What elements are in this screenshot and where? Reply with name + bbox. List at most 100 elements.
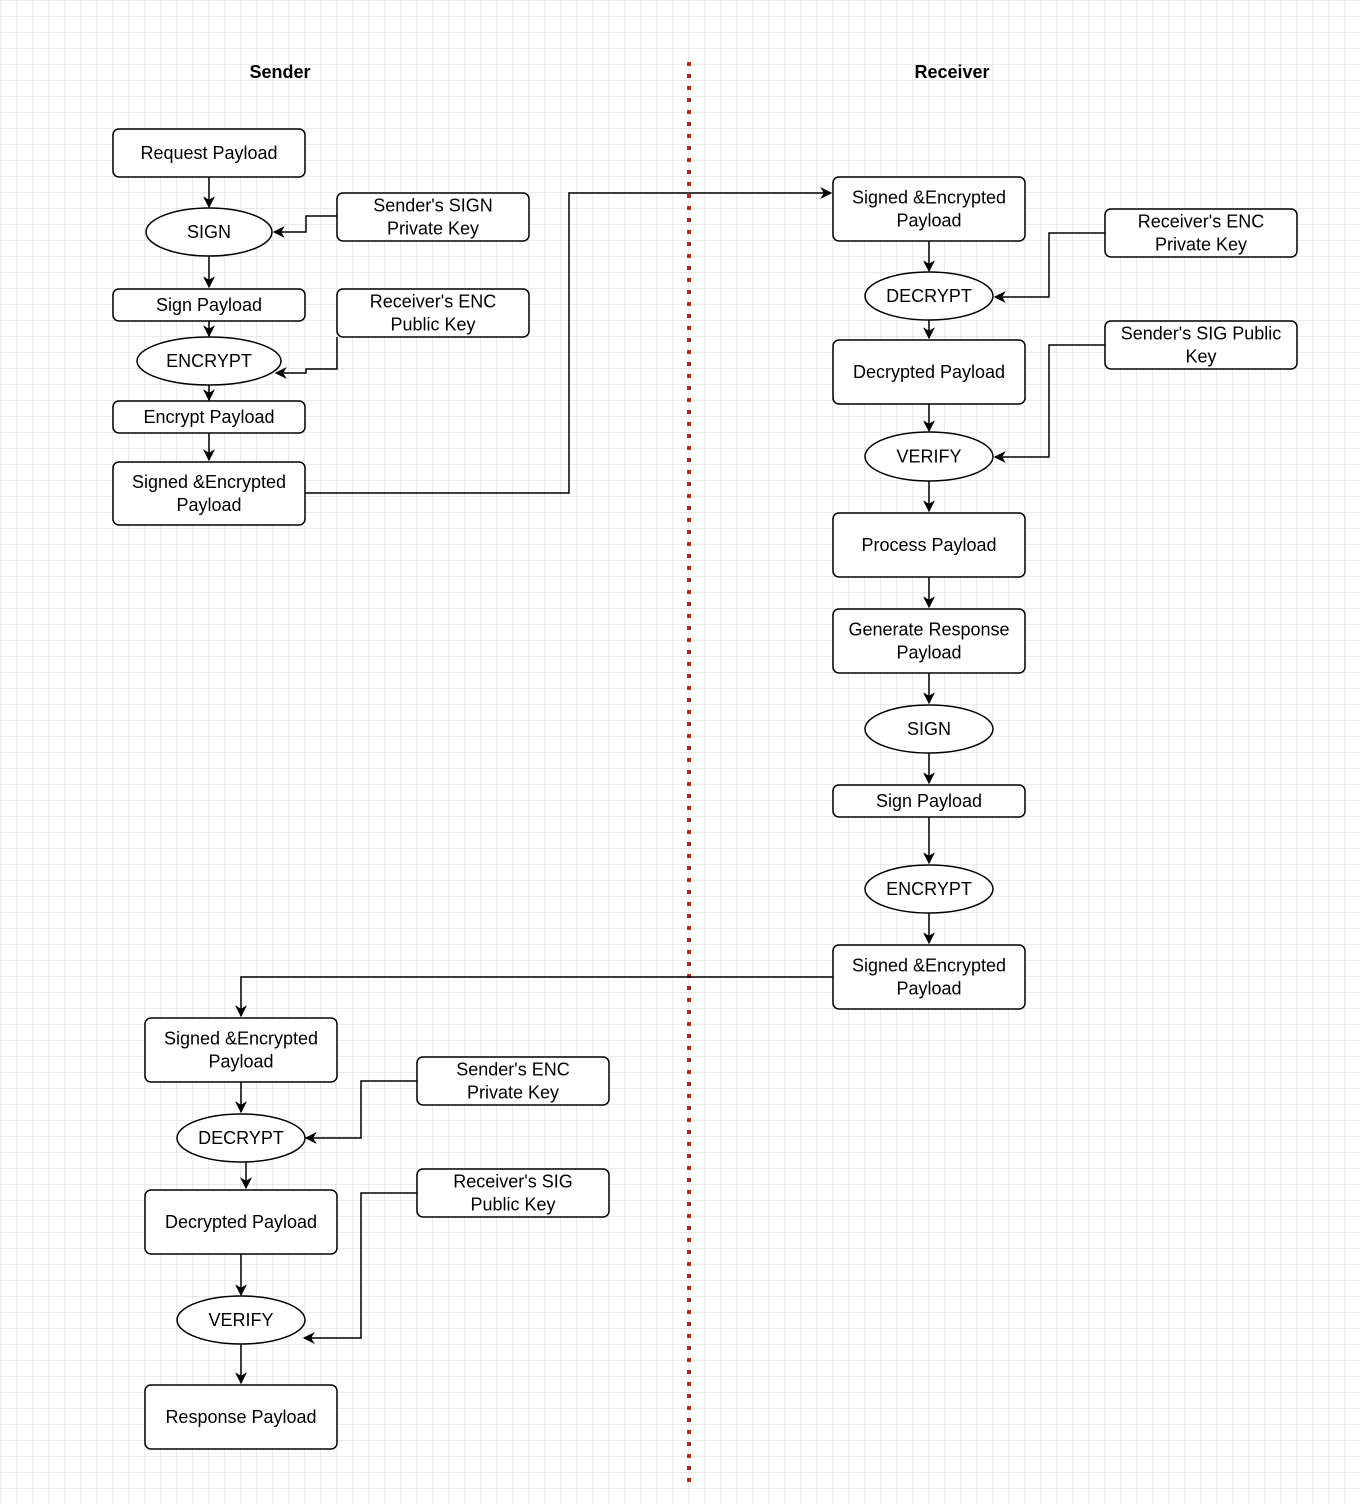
operation-ellipse bbox=[136, 336, 282, 386]
node-label-line: Payload bbox=[896, 211, 961, 231]
edge-senderkey-to-decrypt bbox=[304, 1080, 417, 1144]
receiver-lane-title: Receiver bbox=[914, 62, 989, 82]
edge-enckey-to-encrypt bbox=[274, 337, 338, 379]
receiver-lane-label: Receiver bbox=[914, 62, 989, 82]
process-box bbox=[336, 288, 530, 338]
process-box bbox=[336, 192, 530, 242]
process-box bbox=[832, 176, 1026, 242]
node-label-line: Payload bbox=[176, 495, 241, 515]
operation-ellipse bbox=[864, 271, 994, 321]
node-label-line: Response Payload bbox=[165, 1407, 316, 1427]
node-s2-dec-key: Sender's ENC Private Key bbox=[416, 1056, 610, 1106]
node-r-verify: VERIFY bbox=[864, 431, 994, 482]
node-label-line: Encrypt Payload bbox=[143, 407, 274, 427]
sender-lane-label: Sender bbox=[249, 62, 310, 82]
node-s2-response: Response Payload bbox=[144, 1384, 338, 1450]
node-s2-decrypt: DECRYPT bbox=[176, 1113, 306, 1163]
node-label-line: Payload bbox=[896, 643, 961, 663]
edge-sigkey-to-verify bbox=[993, 344, 1105, 463]
node-label-line: Decrypted Payload bbox=[853, 362, 1005, 382]
edge-deckey-to-decrypt bbox=[993, 232, 1105, 303]
node-label-line: Decrypted Payload bbox=[165, 1212, 317, 1232]
operation-ellipse bbox=[145, 207, 273, 257]
node-label-line: Private Key bbox=[387, 219, 479, 239]
process-box bbox=[144, 1384, 338, 1450]
node-label-line: DECRYPT bbox=[886, 286, 972, 306]
edge-sender-to-receiver bbox=[305, 187, 833, 494]
operation-ellipse bbox=[176, 1295, 306, 1345]
process-box bbox=[1104, 208, 1298, 258]
node-r-sign-payload: Sign Payload bbox=[832, 784, 1026, 818]
node-label-line: Generate Response bbox=[848, 620, 1009, 640]
node-label-line: VERIFY bbox=[208, 1310, 273, 1330]
node-label-line: Signed &Encrypted bbox=[164, 1029, 318, 1049]
node-s-encrypt-payload: Encrypt Payload bbox=[112, 400, 306, 434]
process-box bbox=[832, 784, 1026, 818]
node-s-request: Request Payload bbox=[112, 128, 306, 178]
node-r-encrypt: ENCRYPT bbox=[864, 864, 994, 914]
node-label-line: Receiver's ENC bbox=[370, 292, 496, 312]
node-r-decrypt: DECRYPT bbox=[864, 271, 994, 321]
node-r-sign: SIGN bbox=[864, 704, 994, 754]
node-r-process: Process Payload bbox=[832, 512, 1026, 578]
node-label-line: Key bbox=[1185, 347, 1216, 367]
node-label-line: Payload bbox=[896, 979, 961, 999]
process-box bbox=[416, 1056, 610, 1106]
node-label-line: Signed &Encrypted bbox=[852, 188, 1006, 208]
process-box bbox=[112, 400, 306, 434]
node-label-line: Sender's SIGN bbox=[373, 196, 493, 216]
node-label-line: Private Key bbox=[467, 1083, 559, 1103]
node-label-line: DECRYPT bbox=[198, 1128, 284, 1148]
edge-receiverkey-to-verify bbox=[302, 1192, 417, 1344]
process-box bbox=[832, 339, 1026, 405]
node-label-line: Private Key bbox=[1155, 235, 1247, 255]
node-label-line: Receiver's ENC bbox=[1138, 212, 1264, 232]
operation-ellipse bbox=[176, 1113, 306, 1163]
node-label-line: Sign Payload bbox=[876, 791, 982, 811]
operation-ellipse bbox=[864, 704, 994, 754]
process-box bbox=[1104, 320, 1298, 370]
node-label-line: Sender's ENC bbox=[456, 1060, 569, 1080]
node-label-line: Payload bbox=[208, 1052, 273, 1072]
node-r-decrypted: Decrypted Payload bbox=[832, 339, 1026, 405]
process-box bbox=[112, 128, 306, 178]
node-s-sign-key: Sender's SIGN Private Key bbox=[336, 192, 530, 242]
node-label-line: SIGN bbox=[907, 719, 951, 739]
edge-signkey-to-sign bbox=[272, 215, 337, 238]
process-box bbox=[112, 288, 306, 322]
process-box bbox=[832, 608, 1026, 674]
node-s-enc-key: Receiver's ENC Public Key bbox=[336, 288, 530, 338]
node-label-line: Public Key bbox=[390, 315, 475, 335]
node-label-line: Public Key bbox=[470, 1195, 555, 1215]
node-r-dec-key: Receiver's ENC Private Key bbox=[1104, 208, 1298, 258]
node-s-sign: SIGN bbox=[145, 207, 273, 257]
node-label-line: SIGN bbox=[187, 222, 231, 242]
edge-receiver-to-sender bbox=[235, 976, 833, 1018]
node-label-line: VERIFY bbox=[896, 447, 961, 467]
sender-lane-title: Sender bbox=[249, 62, 310, 82]
node-label-line: Sender's SIG Public bbox=[1121, 324, 1282, 344]
process-box bbox=[832, 512, 1026, 578]
node-s2-decrypted: Decrypted Payload bbox=[144, 1189, 338, 1255]
node-label-line: Sign Payload bbox=[156, 295, 262, 315]
operation-ellipse bbox=[864, 864, 994, 914]
process-box bbox=[144, 1017, 338, 1083]
process-box bbox=[832, 944, 1026, 1010]
node-s-sign-payload: Sign Payload bbox=[112, 288, 306, 322]
process-box bbox=[144, 1189, 338, 1255]
process-box bbox=[112, 461, 306, 526]
node-label-line: Process Payload bbox=[861, 535, 996, 555]
operation-ellipse bbox=[864, 431, 994, 482]
node-label-line: ENCRYPT bbox=[886, 879, 972, 899]
node-label-line: Signed &Encrypted bbox=[852, 956, 1006, 976]
node-label-line: Signed &Encrypted bbox=[132, 472, 286, 492]
